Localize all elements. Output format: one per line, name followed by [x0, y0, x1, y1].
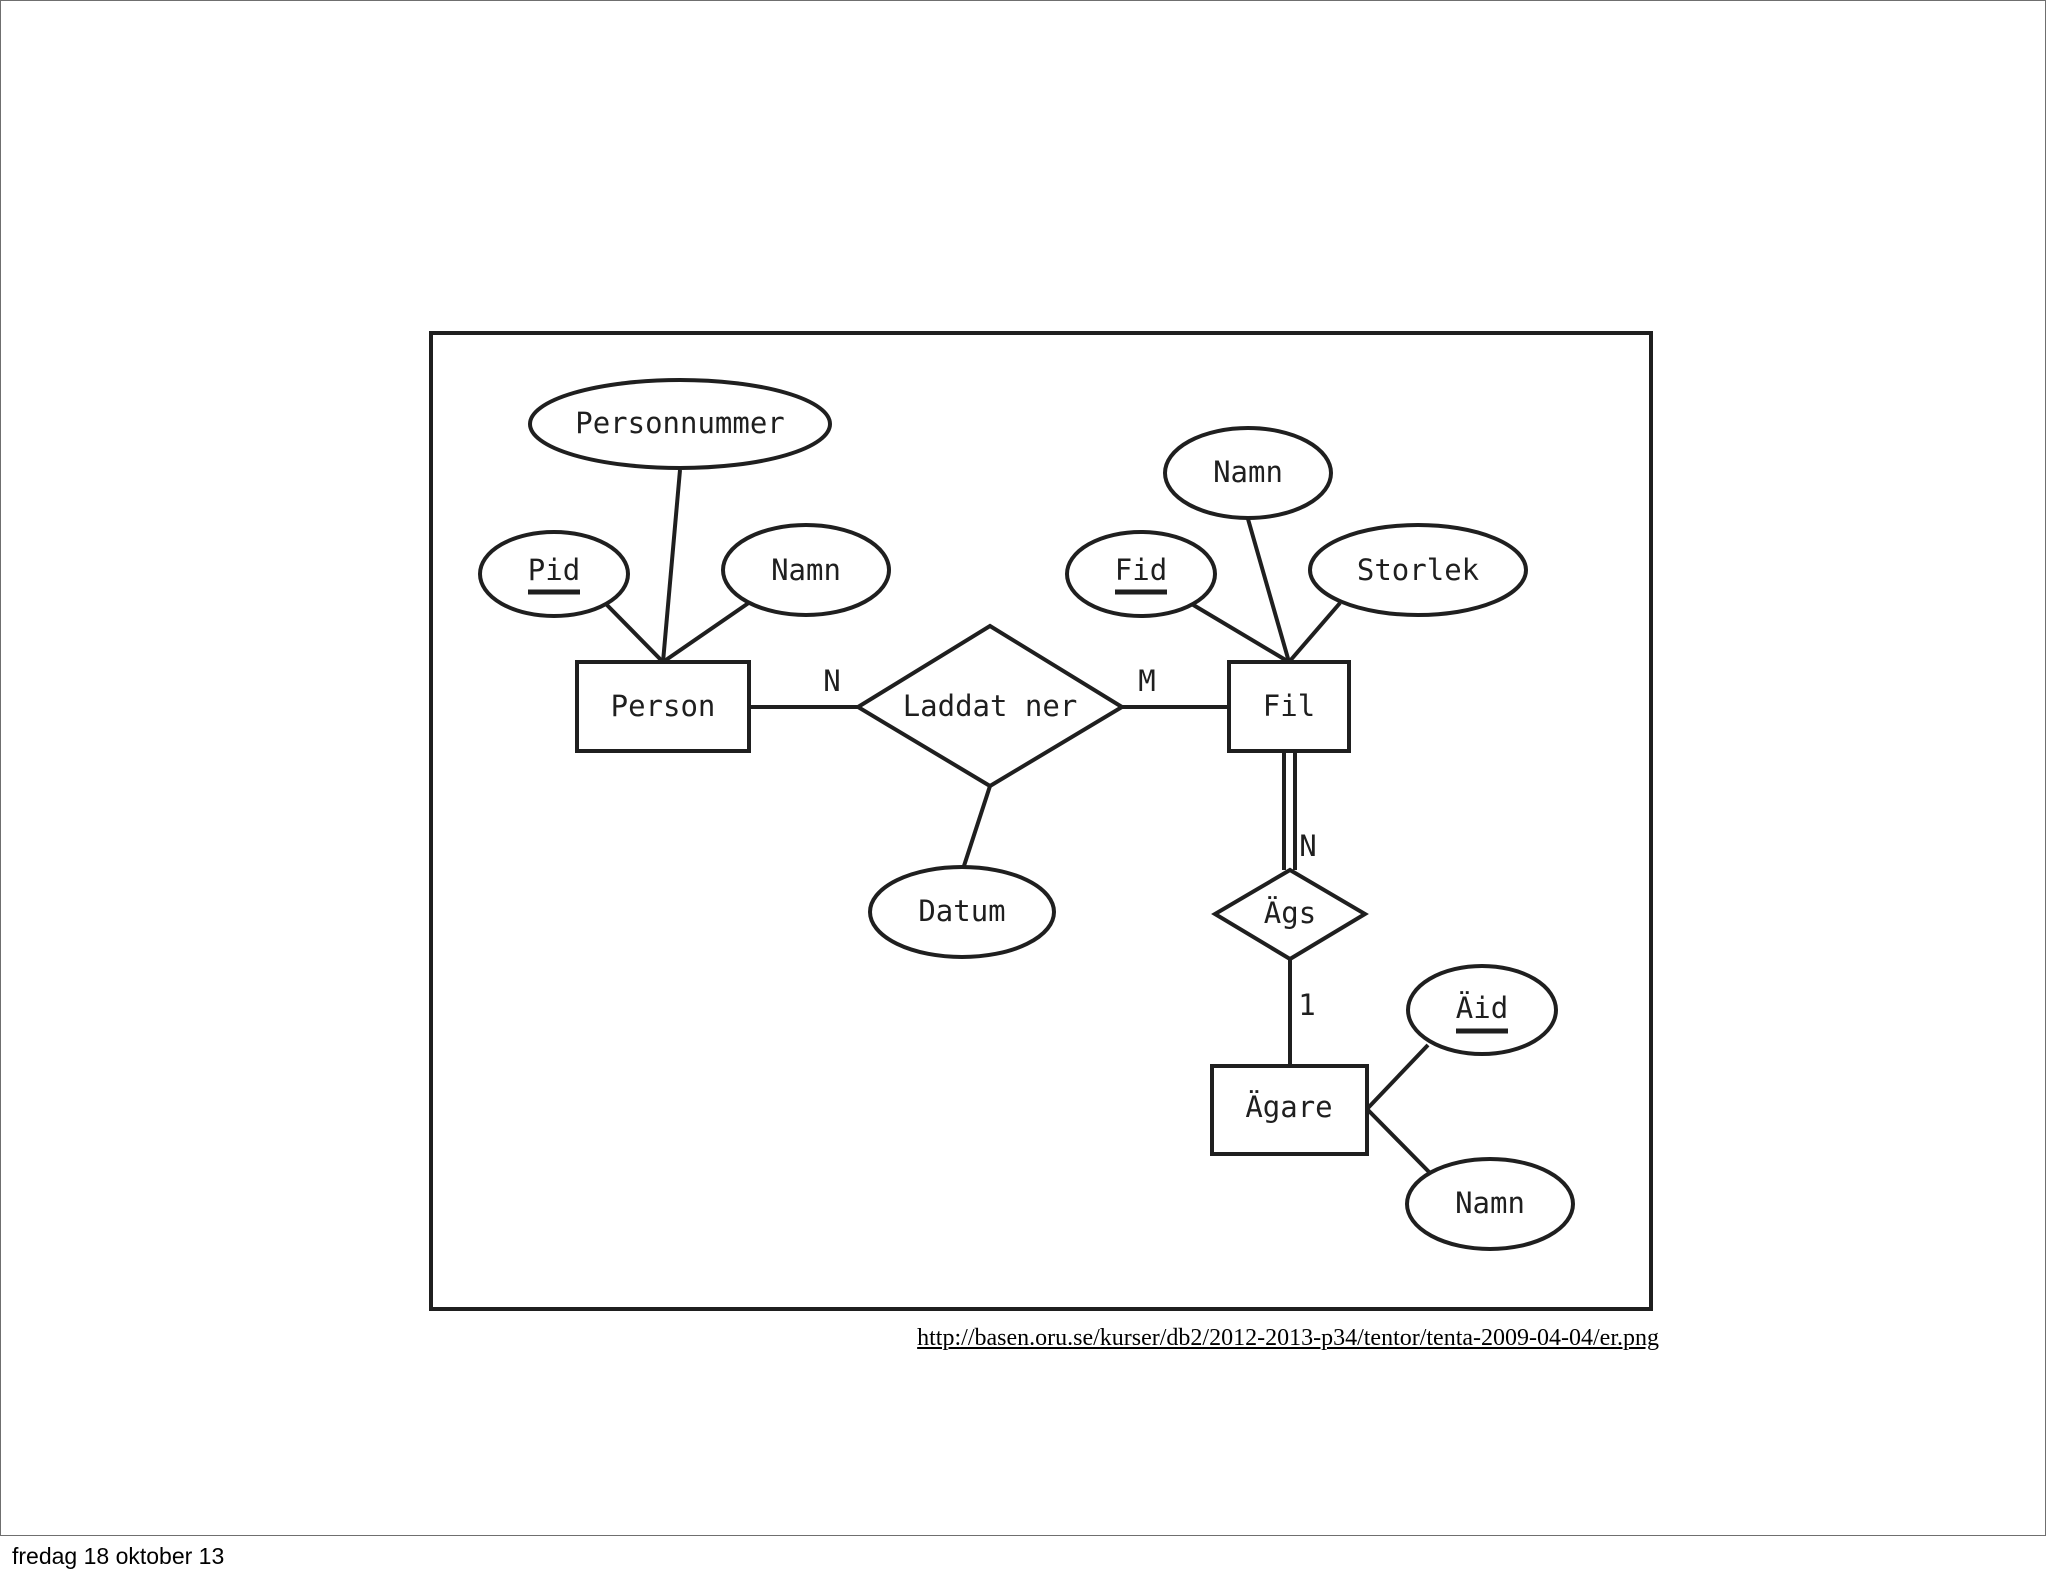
attr-person-namn-shape — [721, 523, 891, 617]
diagram-frame — [429, 331, 1653, 1311]
attr-agare-namn-shape — [1405, 1157, 1575, 1251]
rel-ags-shape — [1211, 867, 1369, 962]
footer-date: fredag 18 oktober 13 — [12, 1543, 225, 1569]
cardinality-fil-ags: N — [1299, 829, 1316, 863]
attr-fid-shape — [1065, 530, 1217, 618]
attr-datum-label: Datum — [918, 894, 1005, 928]
attr-pid-shape — [478, 530, 630, 618]
entity-fil-label: Fil — [1263, 689, 1315, 723]
diagram-labels: Personnummer Pid Namn Person Laddat ner … — [528, 406, 1525, 1220]
entity-shapes — [575, 660, 1369, 1156]
attr-fid-label: Fid — [1115, 553, 1167, 587]
entity-agare-shape — [1210, 1064, 1369, 1156]
line-fid-fil — [1188, 601, 1291, 664]
cardinality-person-laddat: N — [823, 664, 840, 698]
attribute-shapes — [478, 378, 1575, 1251]
attr-agare-namn-label: Namn — [1455, 1186, 1525, 1220]
attr-person-namn-label: Namn — [771, 553, 841, 587]
line-agare-aid — [1365, 1043, 1430, 1111]
attr-storlek-label: Storlek — [1357, 553, 1480, 587]
cardinality-laddat-fil: M — [1138, 664, 1155, 698]
attr-personnummer-shape — [528, 378, 832, 470]
line-laddat-datum — [960, 785, 992, 873]
rel-laddat-ner-label: Laddat ner — [903, 689, 1078, 723]
line-pid-person — [603, 601, 665, 664]
attr-fil-namn-shape — [1163, 426, 1333, 520]
key-underlines — [528, 589, 1508, 1034]
rel-laddat-ner-shape — [854, 623, 1126, 789]
line-storlek-fil — [1287, 601, 1342, 664]
entity-person-shape — [575, 660, 751, 753]
attr-aid-label: Äid — [1456, 991, 1508, 1025]
connector-lines — [603, 469, 1434, 1177]
line-filnamn-fil — [1246, 518, 1291, 663]
entity-agare-label: Ägare — [1245, 1090, 1332, 1124]
line-namn-person — [661, 600, 752, 664]
attr-personnummer-label: Personnummer — [575, 406, 785, 440]
entity-person-label: Person — [611, 689, 716, 723]
attr-fil-namn-label: Namn — [1213, 455, 1283, 489]
line-agare-namn — [1365, 1107, 1434, 1177]
relationship-shapes — [854, 623, 1369, 962]
entity-fil-shape — [1227, 660, 1351, 753]
attr-aid-shape — [1406, 964, 1558, 1056]
cardinality-ags-agare: 1 — [1298, 988, 1315, 1022]
line-personnummer-person — [661, 469, 682, 663]
source-link[interactable]: http://basen.oru.se/kurser/db2/2012-2013… — [917, 1325, 1659, 1351]
attr-pid-label: Pid — [528, 553, 580, 587]
attr-datum-shape — [868, 865, 1056, 959]
rel-ags-label: Ägs — [1264, 896, 1316, 930]
attr-storlek-shape — [1308, 523, 1528, 617]
